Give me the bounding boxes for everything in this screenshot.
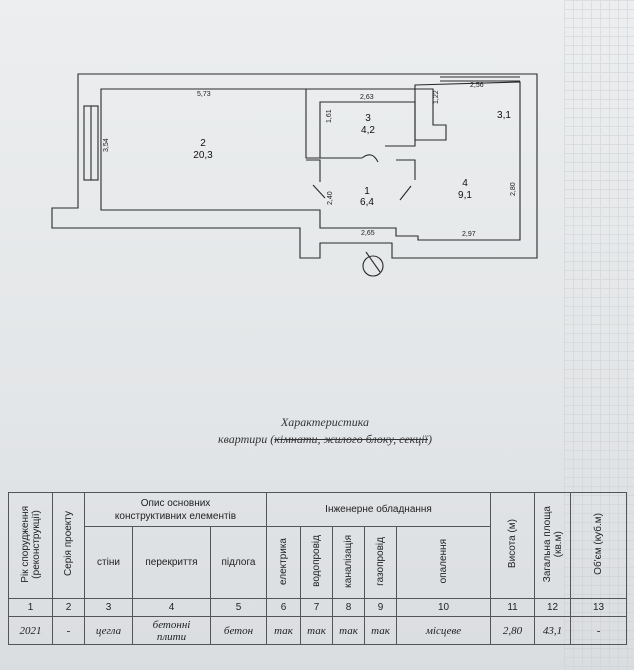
th-series: Серія проекту	[52, 492, 85, 599]
dim-161: 1,61	[326, 109, 333, 123]
room-height-label: 3,1	[497, 110, 511, 121]
th-gas: газопровід	[364, 526, 397, 599]
outer-wall	[51, 73, 538, 259]
table-header-row-2: стіни перекриття підлога електрика водоп…	[9, 526, 627, 599]
val-sewer: так	[332, 616, 365, 645]
val-electric: так	[266, 616, 301, 645]
col-num: 7	[300, 598, 333, 617]
th-heating: опалення	[395, 526, 492, 599]
col-num: 5	[210, 598, 267, 617]
val-heating: місцеве	[395, 616, 492, 645]
dim-263: 2,63	[360, 94, 374, 101]
val-volume: -	[570, 616, 628, 645]
bath-walls	[305, 89, 416, 159]
caption-subtitle: квартири (кімнати, жилого блоку, секції)	[180, 432, 470, 447]
dim-297: 2,97	[462, 231, 476, 238]
col-num: 12	[534, 598, 572, 617]
th-year: Рік спорудження (реконструкції)	[8, 492, 53, 599]
col-num: 1	[8, 598, 53, 617]
door-arc-right	[399, 185, 412, 201]
val-walls: цегла	[84, 616, 133, 645]
val-floor: бетон	[210, 616, 267, 645]
room-1-area: 6,4	[360, 197, 374, 208]
values-row: 2021 - цегла бетонні плити бетон так так…	[8, 616, 628, 645]
caption-title: Характеристика	[280, 415, 370, 429]
dim-265: 2,65	[361, 230, 375, 237]
col-num: 8	[332, 598, 365, 617]
inner-wall	[100, 81, 521, 241]
room-4-number: 4	[462, 178, 468, 189]
th-total-area: Загальна площа (кв.м)	[534, 492, 572, 599]
table-header-row-1: Рік спорудження (реконструкції) Серія пр…	[8, 492, 628, 599]
dim-354: 3,54	[103, 138, 110, 152]
col-num: 11	[490, 598, 536, 617]
val-gas: так	[364, 616, 397, 645]
dim-573: 5,73	[197, 91, 211, 98]
th-electric: електрика	[266, 526, 301, 599]
val-series: -	[52, 616, 85, 645]
dim-122: 1,22	[433, 90, 440, 104]
caption-prefix: квартири (	[218, 432, 275, 446]
col-num: 6	[266, 598, 301, 617]
col-num: 4	[132, 598, 211, 617]
caption-struck: кімнати, жилого блоку, секції	[274, 432, 428, 446]
floor-plan: 5,73 3,54 2,63 1,61 1,22 2,56 2,40 2,65 …	[51, 73, 538, 277]
val-total-area: 43,1	[534, 616, 572, 645]
val-floors-ceiling: бетонні плити	[132, 616, 211, 645]
col-num: 2	[52, 598, 85, 617]
th-engineering-group: Інженерне обладнання	[265, 492, 492, 527]
corridor-walls	[306, 159, 321, 182]
th-height: Висота (м)	[490, 492, 536, 599]
caption-suffix: )	[427, 432, 432, 446]
th-walls: стіни	[84, 526, 133, 599]
column-numbers-row: 1 2 3 4 5 6 7 8 9 10 11 12 13	[8, 598, 628, 617]
col-num: 10	[395, 598, 492, 617]
val-water: так	[300, 616, 333, 645]
room-4-area: 9,1	[458, 190, 472, 201]
col-num: 13	[570, 598, 628, 617]
spec-table: Рік спорудження (реконструкції) Серія пр…	[8, 492, 628, 645]
col-num: 3	[84, 598, 133, 617]
dim-280: 2,80	[510, 182, 517, 196]
door-arc-left	[312, 184, 326, 199]
dim-256: 2,56	[470, 82, 484, 89]
col-num: 9	[364, 598, 397, 617]
door-arc-bath	[361, 154, 379, 163]
th-water: водопровід	[300, 526, 333, 599]
room-2-number: 2	[200, 138, 206, 149]
dim-240: 2,40	[327, 191, 334, 205]
val-year: 2021	[8, 616, 53, 645]
entrance-circle	[362, 255, 384, 277]
room-3-number: 3	[365, 113, 371, 124]
room-1-number: 1	[364, 186, 370, 197]
th-volume: Об'єм (куб.м)	[570, 492, 628, 599]
th-floor: підлога	[210, 526, 267, 599]
th-structure-group: Опис основних конструктивних елементів	[84, 492, 267, 527]
room-3-area: 4,2	[361, 125, 375, 136]
th-floors-ceiling: перекриття	[132, 526, 211, 599]
val-height: 2,80	[490, 616, 536, 645]
room-2-area: 20,3	[193, 150, 213, 161]
th-sewer: каналізація	[332, 526, 365, 599]
